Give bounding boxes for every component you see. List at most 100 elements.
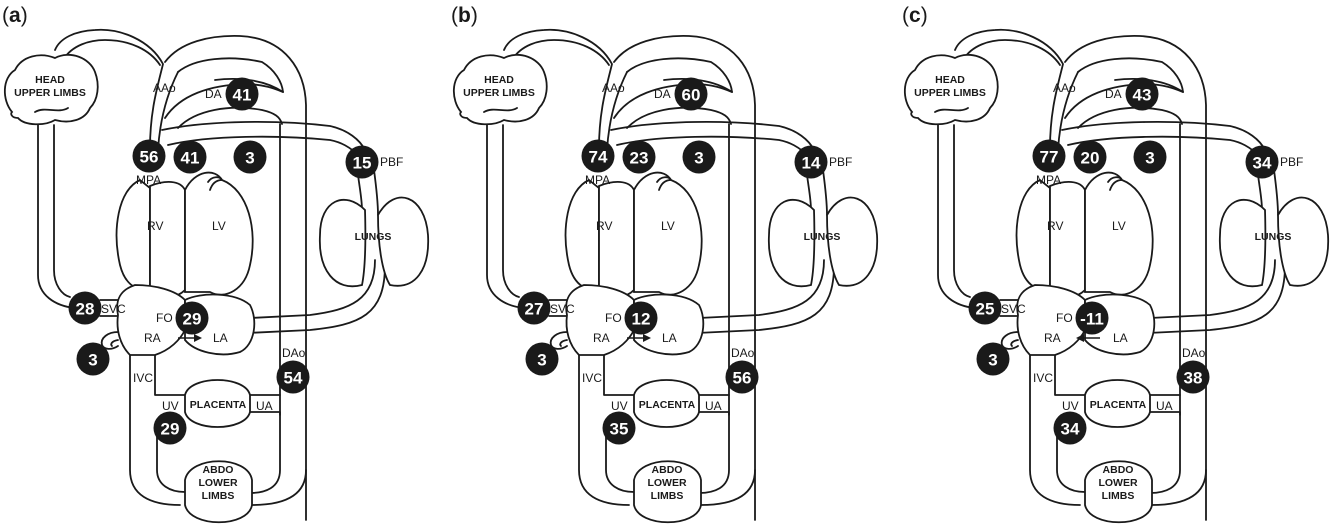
badge-pbf: 34 (1245, 145, 1279, 179)
left-ventricle (1084, 171, 1154, 296)
ivc-outer (1029, 354, 1081, 506)
badge-pbf: 14 (794, 145, 828, 179)
label-aao: AAo (1053, 81, 1076, 95)
badge-svc-value: 25 (976, 300, 995, 319)
uv-loop (605, 424, 635, 493)
lungs (826, 196, 878, 287)
badge-cs-circle (976, 342, 1010, 376)
da-upper (613, 83, 733, 119)
label-ua: UA (256, 399, 273, 413)
label-fo: FO (156, 311, 173, 325)
badge-cs-circle (76, 342, 110, 376)
badge-pbf: 15 (345, 145, 379, 179)
badge-uv-circle (1053, 411, 1087, 445)
right-atrium (1016, 284, 1086, 356)
arch-inner (62, 39, 161, 66)
label-dao: DAo (731, 346, 755, 360)
pv-upper (698, 259, 825, 319)
badge-fo-circle (1075, 301, 1109, 335)
label-placenta: PLACENTA (1090, 399, 1147, 411)
label-ivc: IVC (582, 371, 602, 385)
label-mpa: MPA (585, 173, 610, 187)
badge-svc-circle (968, 291, 1002, 325)
badge-uv: 34 (1053, 411, 1087, 445)
da-crescent (177, 57, 284, 93)
badge-fo: 29 (175, 301, 209, 335)
badge-coronary-value: 3 (245, 149, 254, 168)
label-mpa: MPA (136, 173, 161, 187)
badge-cs: 3 (525, 342, 559, 376)
badge-coronary: 3 (1133, 140, 1167, 174)
label-abdo: ABDO (1103, 464, 1134, 476)
label-pbf: PBF (829, 155, 852, 169)
fo-shunt-arrow-icon (178, 334, 202, 342)
svc-outer (486, 124, 525, 309)
label-abdo: ABDO (652, 464, 683, 476)
arch-outer (54, 28, 164, 149)
abdo-lower-limbs (1084, 460, 1153, 524)
cs-inner (110, 339, 119, 347)
head-fold (34, 107, 69, 113)
label-placenta: PLACENTA (190, 399, 247, 411)
pv-lower (247, 264, 386, 334)
label-upper-limbs: UPPER LIMBS (463, 87, 535, 99)
badge-dao-value: 54 (284, 369, 303, 388)
label-da: DA (1105, 87, 1122, 101)
badge-cs-circle (525, 342, 559, 376)
svc-inner (502, 124, 520, 298)
badge-pbf-circle (1245, 145, 1279, 179)
head-upper-limbs (3, 53, 99, 126)
svc-outer (937, 124, 976, 309)
label-da: DA (205, 87, 222, 101)
svc-inner (53, 124, 71, 298)
label-uv: UV (611, 399, 628, 413)
badge-uv-circle (602, 411, 636, 445)
label-svc: SVC (1001, 302, 1026, 316)
badge-aao: 41 (173, 140, 207, 174)
da-crescent (1077, 57, 1184, 93)
badge-svc-circle (517, 291, 551, 325)
label-mpa: MPA (1036, 173, 1061, 187)
badge-da-circle (674, 77, 708, 111)
da-lower (626, 106, 732, 129)
label-aao: AAo (153, 81, 176, 95)
lv-valve (1107, 176, 1123, 191)
badge-cs-value: 3 (537, 351, 546, 370)
cs-loop (100, 331, 119, 350)
arch-outer (503, 28, 613, 149)
ivc-outer (578, 354, 630, 506)
label-ivc: IVC (133, 371, 153, 385)
badge-uv-value: 34 (1061, 420, 1080, 439)
label-lungs: LUNGS (1255, 231, 1292, 243)
label-ra: RA (1044, 331, 1061, 345)
placenta (1084, 379, 1151, 428)
pa-upper (610, 121, 815, 151)
pa-upper (1061, 121, 1266, 151)
label-dao: DAo (282, 346, 306, 360)
badge-dao-value: 38 (1184, 369, 1203, 388)
label-ivc: IVC (1033, 371, 1053, 385)
badge-mpa-circle (132, 139, 166, 173)
badge-svc-circle (68, 291, 102, 325)
badge-cs: 3 (976, 342, 1010, 376)
pa-lower (616, 135, 805, 153)
badge-da: 41 (225, 77, 259, 111)
badge-dao: 54 (276, 360, 310, 394)
label-lower: LOWER (198, 477, 237, 489)
badge-da-circle (225, 77, 259, 111)
da-lower (1077, 106, 1183, 129)
label-la: LA (213, 331, 228, 345)
label-da: DA (654, 87, 671, 101)
badge-svc-value: 27 (525, 300, 544, 319)
label-la: LA (662, 331, 677, 345)
badge-aao-circle (622, 140, 656, 174)
cs-loop (549, 331, 568, 350)
badge-fo-value: 29 (183, 310, 202, 329)
label-lv: LV (661, 219, 675, 233)
label-rv: RV (596, 219, 612, 233)
label-fo: FO (1056, 311, 1073, 325)
badge-uv-value: 35 (610, 420, 629, 439)
right-atrium (116, 284, 186, 356)
da-upper (1064, 83, 1184, 119)
